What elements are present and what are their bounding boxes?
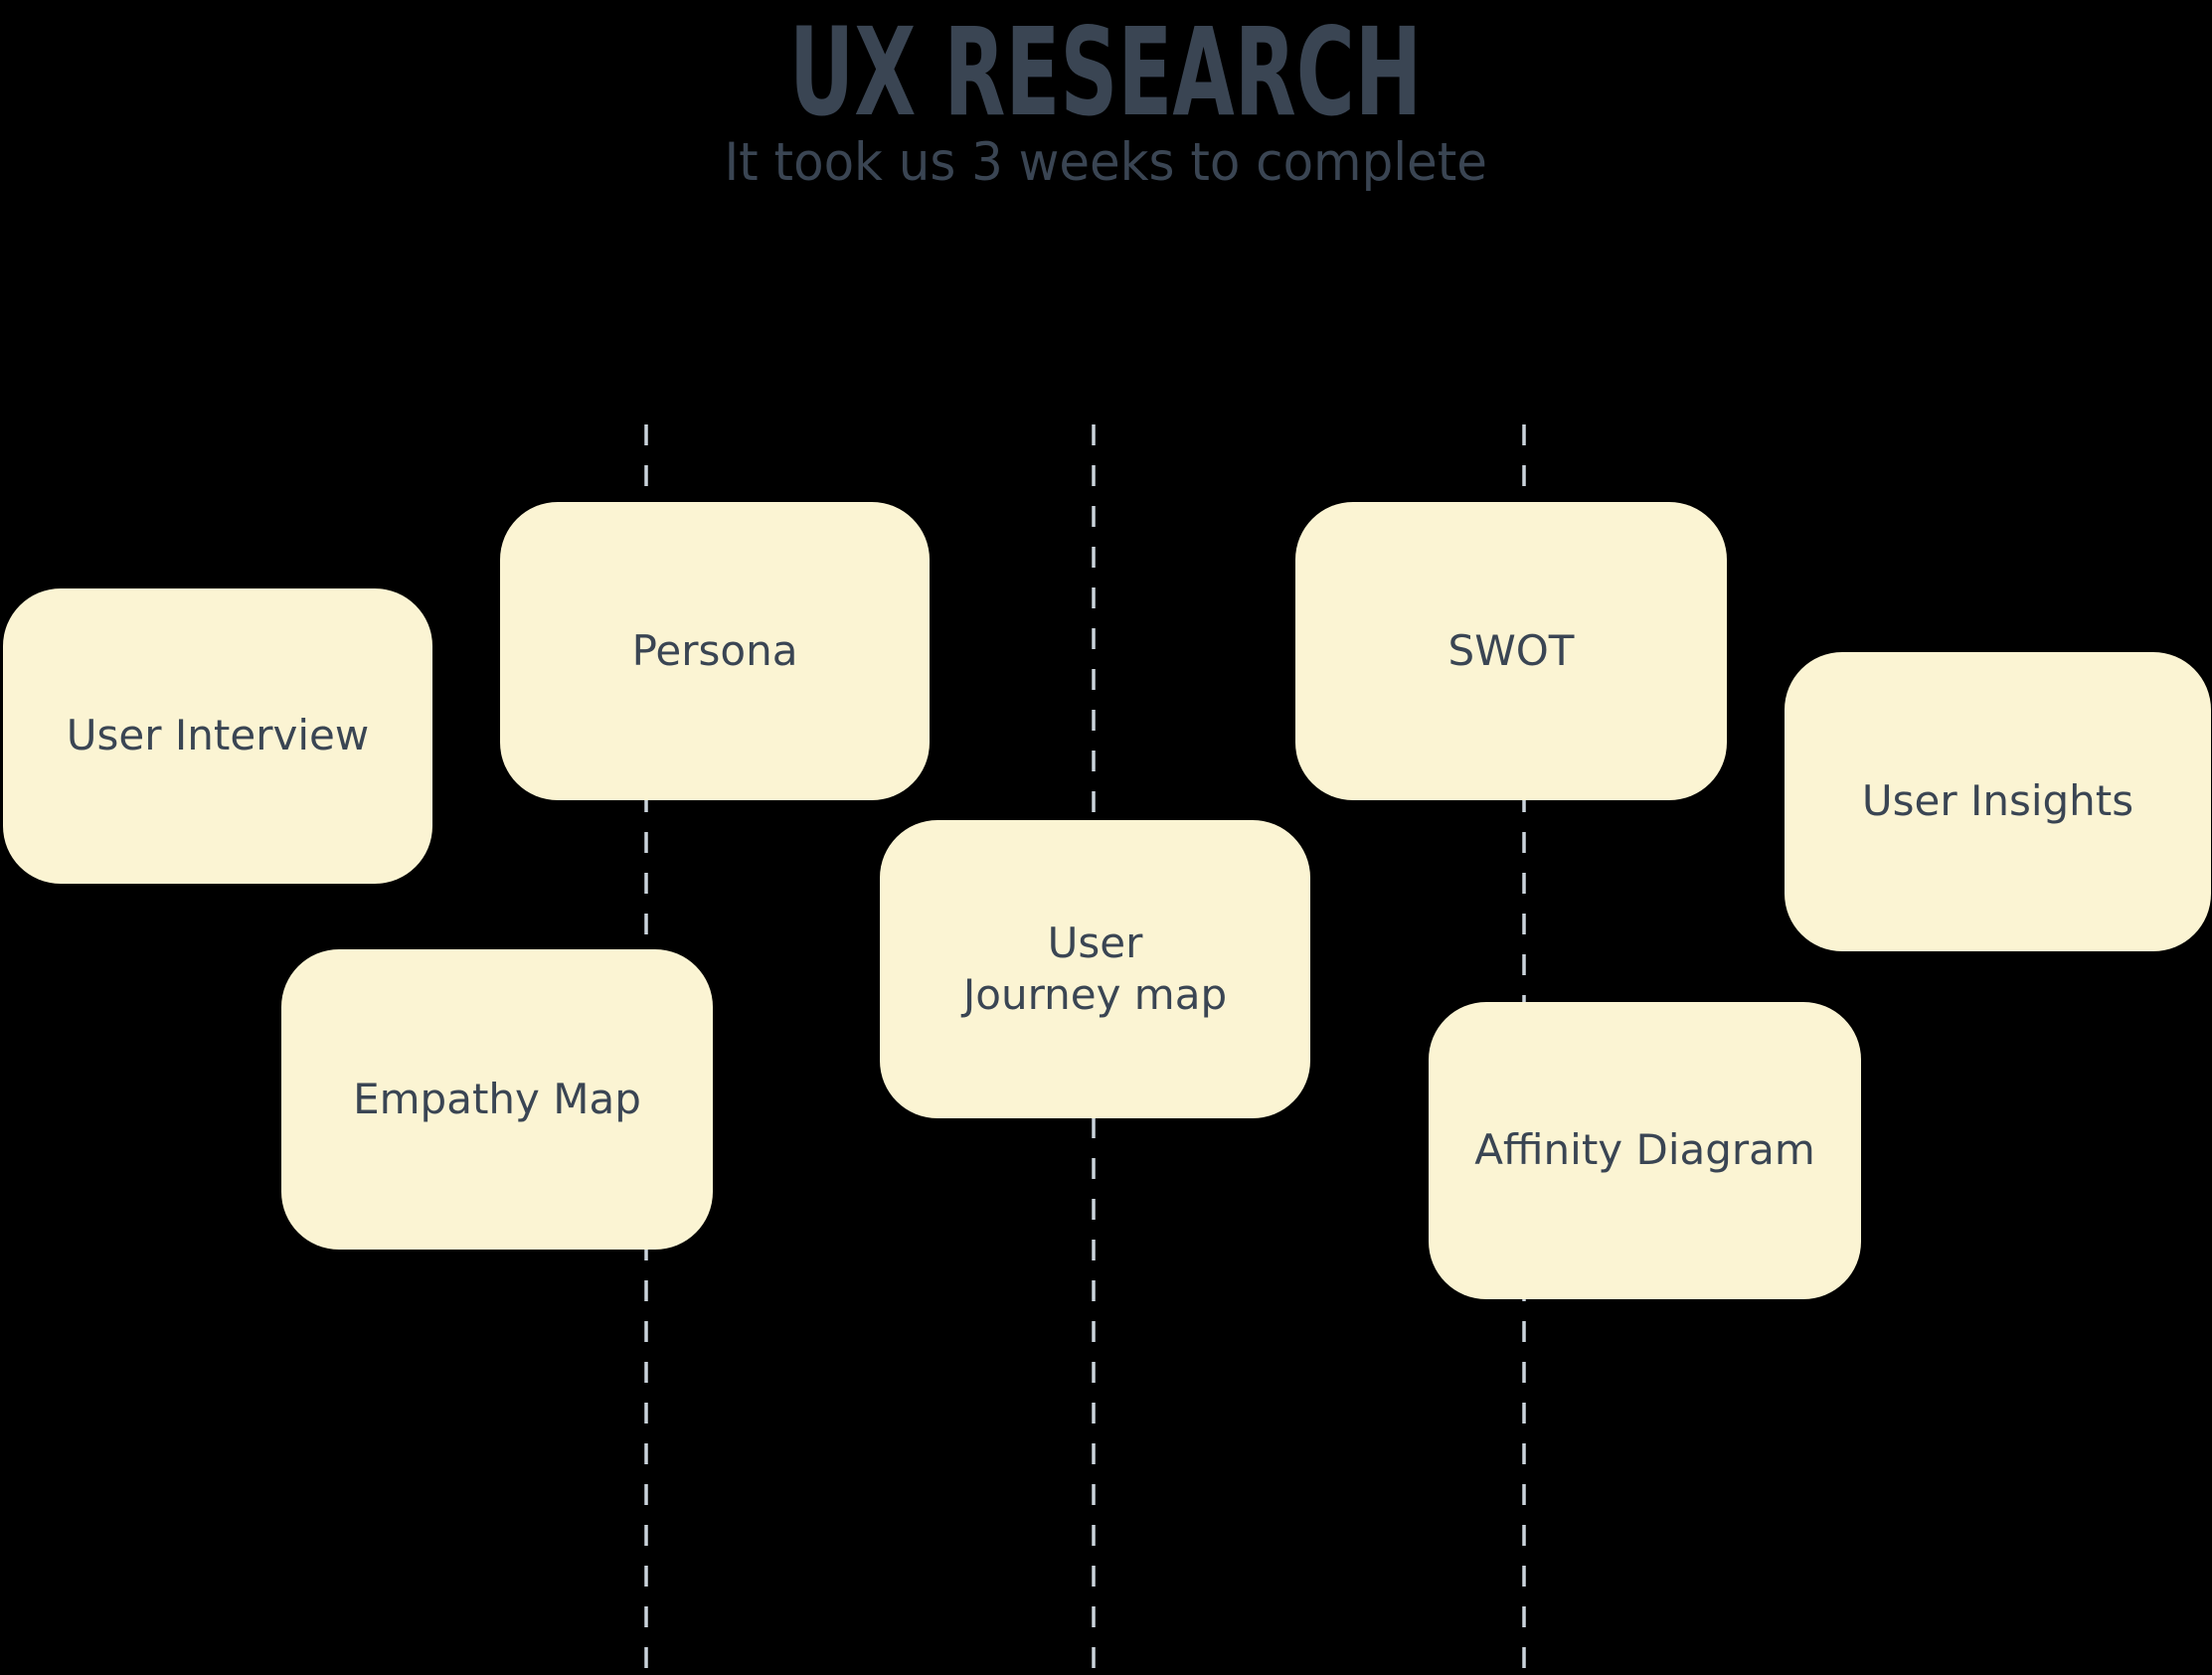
page-subtitle: It took us 3 weeks to complete <box>0 132 2212 194</box>
card-label: SWOT <box>1447 625 1575 675</box>
card-swot[interactable]: SWOT <box>1295 502 1727 800</box>
page-subtitle-text: It took us 3 weeks to complete <box>724 132 1488 193</box>
page-title: UX RESEARCH <box>0 12 2212 133</box>
card-empathy-map[interactable]: Empathy Map <box>281 949 713 1250</box>
card-user-insights[interactable]: User Insights <box>1785 652 2211 951</box>
card-persona[interactable]: Persona <box>500 502 930 800</box>
card-label: Affinity Diagram <box>1474 1125 1815 1175</box>
card-label: User Journey map <box>962 918 1228 1020</box>
page-title-text: UX RESEARCH <box>789 2 1423 143</box>
card-label: Persona <box>631 625 798 675</box>
card-label: User Insights <box>1861 776 2134 826</box>
card-affinity-diagram[interactable]: Affinity Diagram <box>1429 1002 1861 1299</box>
card-label: Empathy Map <box>353 1074 641 1123</box>
card-user-journey-map[interactable]: User Journey map <box>880 820 1310 1118</box>
card-user-interview[interactable]: User Interview <box>3 588 432 884</box>
card-label: User Interview <box>66 711 370 760</box>
